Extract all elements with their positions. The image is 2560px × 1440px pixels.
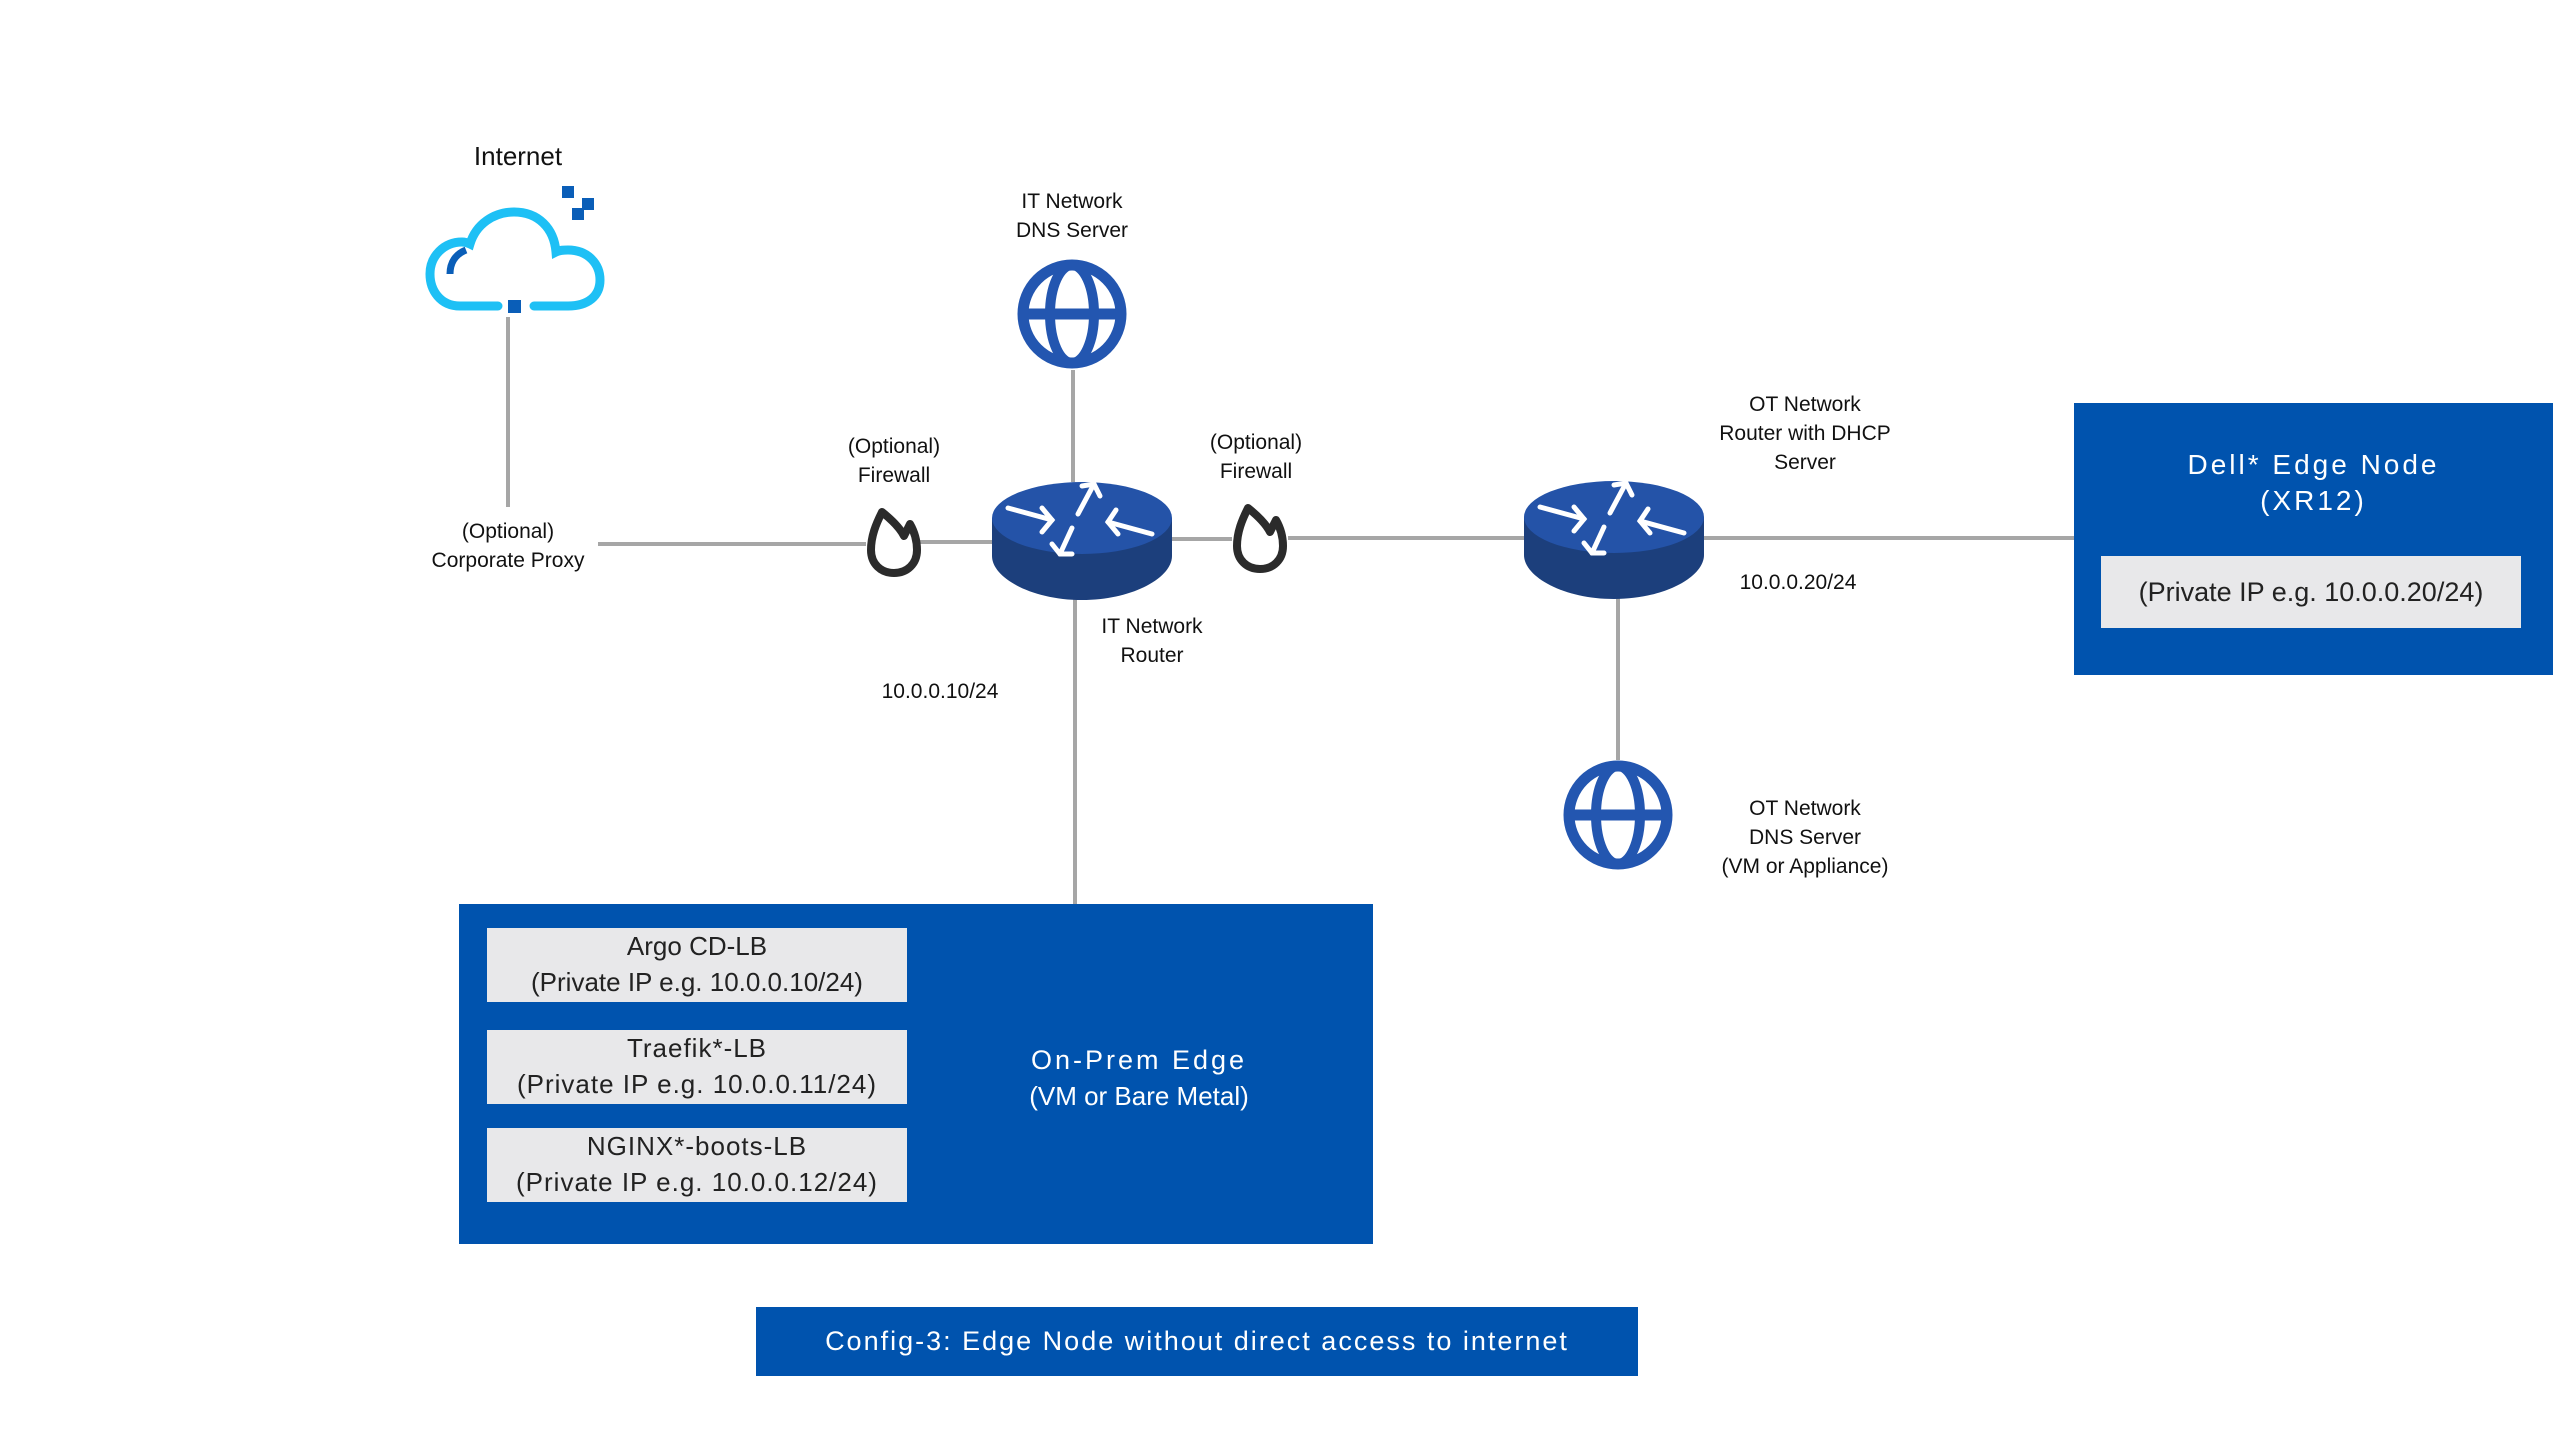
firewall-left-label: (Optional) Firewall bbox=[814, 432, 974, 490]
connector-firewall-to-ot-router bbox=[1288, 536, 1526, 540]
service-ip: (Private IP e.g. 10.0.0.10/24) bbox=[531, 967, 863, 997]
ot-dns-line3: (VM or Appliance) bbox=[1721, 855, 1889, 878]
router-icon bbox=[1524, 480, 1704, 599]
on-prem-title: On-Prem Edge bbox=[1030, 1045, 1248, 1075]
connector-it-dns-to-router bbox=[1071, 370, 1075, 482]
internet-label: Internet bbox=[473, 141, 563, 171]
connector-it-router-to-firewall bbox=[1172, 537, 1232, 541]
ot-dns-line1: OT Network bbox=[1749, 797, 1861, 820]
ot-router-line1: OT Network bbox=[1749, 393, 1861, 416]
firewall-flame-icon bbox=[1233, 504, 1287, 573]
connector-ot-router-to-edge-node bbox=[1702, 536, 2074, 540]
edge-node-title: Dell* Edge Node bbox=[2187, 449, 2440, 480]
service-argo-cd-lb: Argo CD-LB (Private IP e.g. 10.0.0.10/24… bbox=[487, 928, 907, 1002]
caption-box: Config-3: Edge Node without direct acces… bbox=[756, 1307, 1638, 1376]
it-dns-line2: DNS Server bbox=[1015, 219, 1129, 242]
it-router-label: IT Network Router bbox=[1072, 612, 1232, 670]
ot-dns-line2: DNS Server bbox=[1748, 826, 1862, 849]
cloud-icon bbox=[425, 186, 605, 313]
it-dns-line1: IT Network bbox=[1021, 190, 1123, 213]
service-nginx-boots-lb: NGINX*-boots-LB (Private IP e.g. 10.0.0.… bbox=[487, 1128, 907, 1202]
proxy-label-line2: Corporate Proxy bbox=[431, 549, 585, 572]
firewall-right-line2: Firewall bbox=[1219, 460, 1293, 483]
it-dns-label: IT Network DNS Server bbox=[992, 187, 1152, 245]
ot-router-line2: Router with DHCP bbox=[1719, 422, 1891, 445]
connector-proxy-to-firewall bbox=[598, 542, 866, 546]
router-icon bbox=[992, 481, 1172, 600]
service-name: Traefik*-LB bbox=[626, 1033, 768, 1063]
globe-icon bbox=[1563, 760, 1673, 870]
ot-router-label: OT Network Router with DHCP Server bbox=[1690, 390, 1920, 477]
ot-dns-label: OT Network DNS Server (VM or Appliance) bbox=[1690, 794, 1920, 881]
ot-router-ip: 10.0.0.20/24 bbox=[1739, 571, 1857, 594]
connector-it-router-to-onprem bbox=[1073, 590, 1077, 904]
firewall-left-line1: (Optional) bbox=[847, 435, 941, 458]
service-ip: (Private IP e.g. 10.0.0.11/24) bbox=[516, 1069, 877, 1099]
it-router-ip: 10.0.0.10/24 bbox=[881, 680, 999, 703]
on-prem-subtitle: (VM or Bare Metal) bbox=[1029, 1081, 1249, 1111]
connector-firewall-to-it-router bbox=[920, 540, 992, 544]
service-ip: (Private IP e.g. 10.0.0.12/24) bbox=[516, 1167, 878, 1197]
firewall-right-line1: (Optional) bbox=[1209, 431, 1303, 454]
service-name: NGINX*-boots-LB bbox=[586, 1131, 808, 1161]
firewall-right-label: (Optional) Firewall bbox=[1176, 428, 1336, 486]
firewall-left-line2: Firewall bbox=[857, 464, 931, 487]
it-router-line1: IT Network bbox=[1101, 615, 1203, 638]
edge-node-ip-box: (Private IP e.g. 10.0.0.20/24) bbox=[2101, 556, 2521, 628]
service-traefik-lb: Traefik*-LB (Private IP e.g. 10.0.0.11/2… bbox=[487, 1030, 907, 1104]
connector-ot-router-to-ot-dns bbox=[1616, 598, 1620, 760]
globe-icon bbox=[1017, 259, 1127, 369]
edge-node-box: Dell* Edge Node (XR12) (Private IP e.g. … bbox=[2074, 403, 2553, 675]
proxy-label-line1: (Optional) bbox=[461, 520, 555, 543]
connector-cloud-to-proxy bbox=[506, 317, 510, 507]
ot-router-line3: Server bbox=[1774, 451, 1836, 474]
proxy-label: (Optional) Corporate Proxy bbox=[408, 517, 608, 575]
caption-text: Config-3: Edge Node without direct acces… bbox=[825, 1326, 1569, 1356]
it-router-line2: Router bbox=[1120, 644, 1184, 667]
edge-node-subtitle: (XR12) bbox=[2260, 485, 2367, 516]
service-name: Argo CD-LB bbox=[626, 931, 768, 961]
on-prem-edge-box: Argo CD-LB (Private IP e.g. 10.0.0.10/24… bbox=[459, 904, 1373, 1244]
firewall-flame-icon bbox=[867, 508, 921, 577]
